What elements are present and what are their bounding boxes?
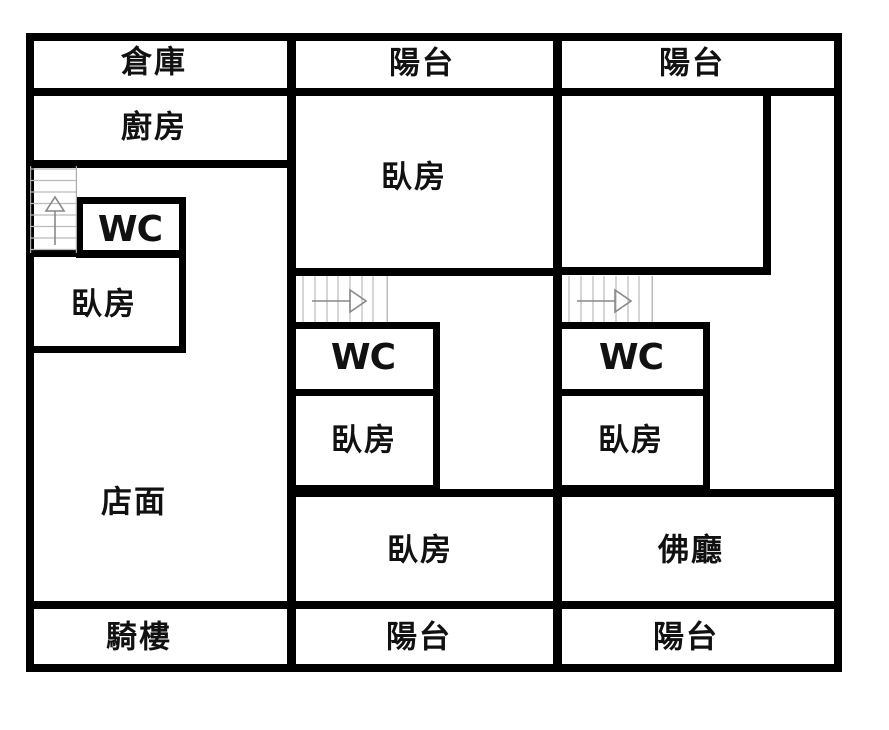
room-label-storefront: 店面 — [101, 484, 167, 521]
room-label-balcony-bottom-right: 陽台 — [653, 619, 719, 656]
wall-bedroom-upper-middle-bottom — [287, 268, 562, 276]
room-label-wc-right: WC — [598, 337, 664, 378]
wall-outer-right — [834, 33, 842, 672]
wall-balcony-row-bottom — [26, 88, 842, 96]
room-label-balcony-bottom-middle: 陽台 — [386, 619, 452, 656]
room-label-wc-middle: WC — [330, 337, 396, 378]
room-box-bedroom-left — [26, 250, 186, 353]
wall-middle-section-bottom — [287, 489, 842, 497]
stairs-right-right-icon — [568, 276, 653, 322]
room-label-balcony-top-right: 陽台 — [659, 45, 725, 82]
room-label-bedroom-upper-middle: 臥房 — [381, 159, 447, 196]
room-label-kitchen: 廚房 — [121, 109, 187, 146]
wall-room-upper-right-bottom — [553, 267, 771, 275]
room-label-buddha-hall: 佛廳 — [658, 532, 724, 569]
wall-outer-bottom — [26, 664, 842, 672]
room-label-bedroom-middle: 臥房 — [331, 422, 397, 459]
wall-bottom-row-top — [26, 601, 842, 609]
wall-outer-top — [26, 33, 842, 41]
room-box-bedroom-right — [553, 389, 710, 492]
stairs-right-middle-icon — [302, 276, 388, 322]
room-label-arcade: 騎樓 — [106, 619, 172, 656]
wall-kitchen-bottom — [26, 160, 296, 168]
wall-room-upper-right-side — [763, 88, 771, 275]
room-label-storage: 倉庫 — [121, 44, 187, 81]
room-label-balcony-top-middle: 陽台 — [389, 45, 455, 82]
room-label-bedroom-lower-middle: 臥房 — [387, 532, 453, 569]
room-label-wc-left: WC — [97, 209, 163, 250]
room-label-bedroom-right: 臥房 — [598, 422, 664, 459]
room-box-bedroom-middle — [288, 389, 440, 492]
room-label-bedroom-left: 臥房 — [71, 286, 137, 323]
stairs-up-icon — [30, 166, 77, 253]
